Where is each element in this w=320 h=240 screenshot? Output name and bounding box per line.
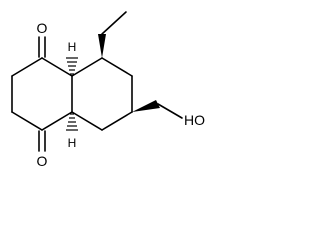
- hydrogen-label-top: H: [68, 40, 77, 54]
- oxygen-label-top: O: [37, 20, 48, 36]
- bond-c5-c4a: [71, 111, 103, 131]
- bond-c3-c4: [11, 111, 43, 131]
- bond-c8a-c8: [71, 57, 103, 77]
- hashed-bond-top: [66, 57, 78, 75]
- right-ring: [71, 57, 133, 131]
- hydrogen-label-bottom: H: [68, 136, 77, 150]
- bond-c1-c2: [11, 57, 43, 77]
- hydroxyl-label: HO: [184, 112, 205, 128]
- wedge-bond-hydroxymethyl: [132, 100, 160, 112]
- hashed-bond-bottom: [66, 113, 78, 131]
- molecule-diagram: O O HO H H: [11, 11, 205, 169]
- bond-c8-c7: [101, 57, 133, 77]
- bond-c4-c4a: [41, 111, 73, 131]
- carbonyl-bottom: [38, 130, 46, 152]
- bond-ch2-o: [157, 103, 183, 119]
- ethyl-group: [98, 11, 127, 58]
- bond-c8a-c1: [41, 57, 73, 77]
- bond-c6-c5: [101, 111, 133, 131]
- wedge-bond-ethyl: [98, 34, 106, 58]
- carbonyl-top: [38, 36, 46, 58]
- hydroxymethyl-group: [132, 100, 183, 119]
- bond-ethyl-ch2-ch3: [101, 11, 127, 35]
- left-ring: [11, 57, 73, 131]
- oxygen-label-bottom: O: [37, 153, 48, 169]
